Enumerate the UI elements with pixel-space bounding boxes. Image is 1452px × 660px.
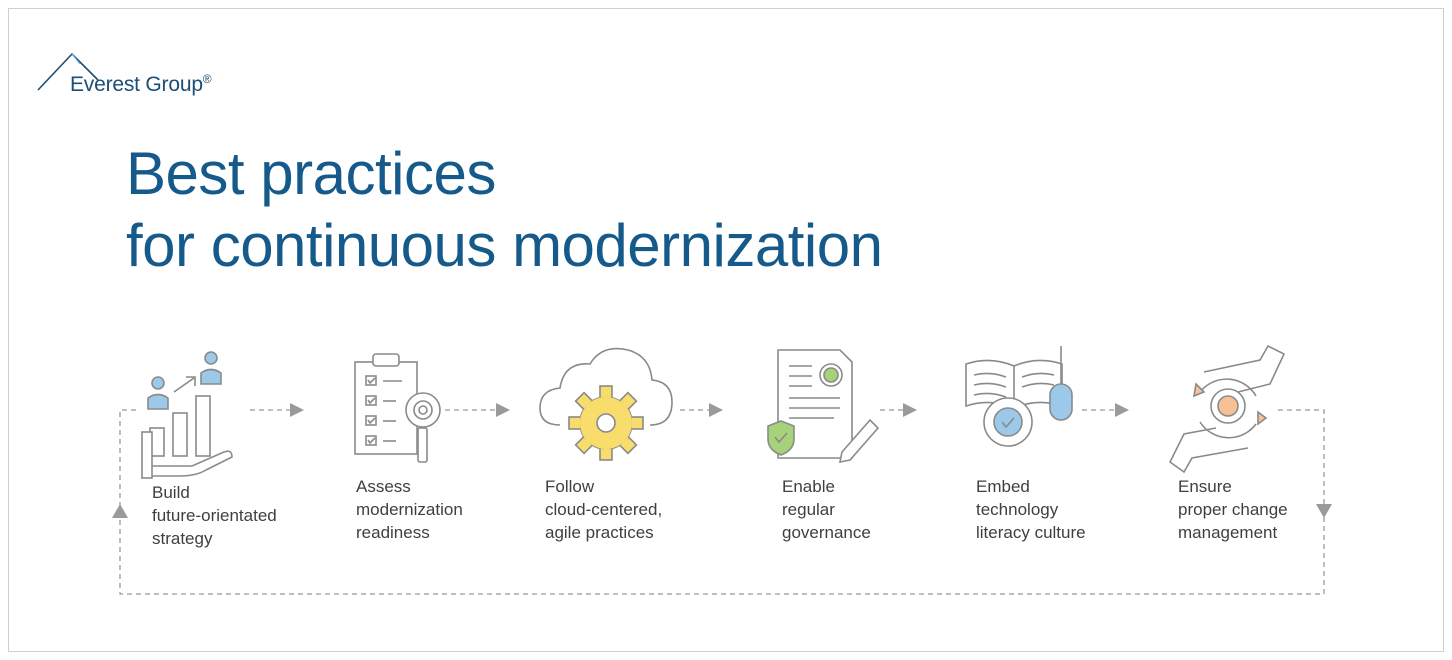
loop-arrow-up xyxy=(112,504,128,518)
arrowhead-5 xyxy=(1115,403,1129,417)
book-gear-mouse-icon xyxy=(965,346,1073,447)
arrowhead-1 xyxy=(290,403,304,417)
hands-cycle-gear-icon xyxy=(1168,344,1286,474)
loop-arrow-down xyxy=(1316,504,1332,518)
arrowhead-4 xyxy=(903,403,917,417)
flow-arrowheads xyxy=(112,403,1332,518)
step-label-6: Ensure proper change management xyxy=(1178,477,1288,542)
step-label-1: Build future-orientated strategy xyxy=(152,483,277,548)
everest-logo-mountain-icon xyxy=(37,52,99,91)
title-line-1: Best practices xyxy=(126,140,496,207)
arrowhead-3 xyxy=(709,403,723,417)
document-shield-icon xyxy=(767,349,880,464)
slide-frame xyxy=(8,8,1444,652)
step-label-5: Embed technology literacy culture xyxy=(976,477,1086,542)
brand-name: Everest Group® xyxy=(70,72,212,96)
step-label-2: Assess modernization readiness xyxy=(356,477,463,542)
page-title: Best practices for continuous modernizat… xyxy=(126,138,883,282)
arrowhead-2 xyxy=(496,403,510,417)
step-label-4: Enable regular governance xyxy=(782,477,871,542)
checklist-magnifier-icon xyxy=(354,353,441,463)
step-label-3: Follow cloud-centered, agile practices xyxy=(545,477,663,542)
title-line-2: for continuous modernization xyxy=(126,212,883,279)
loop-line xyxy=(119,409,1325,595)
strategy-growth-icon xyxy=(141,351,233,479)
cloud-gear-icon xyxy=(539,347,673,461)
